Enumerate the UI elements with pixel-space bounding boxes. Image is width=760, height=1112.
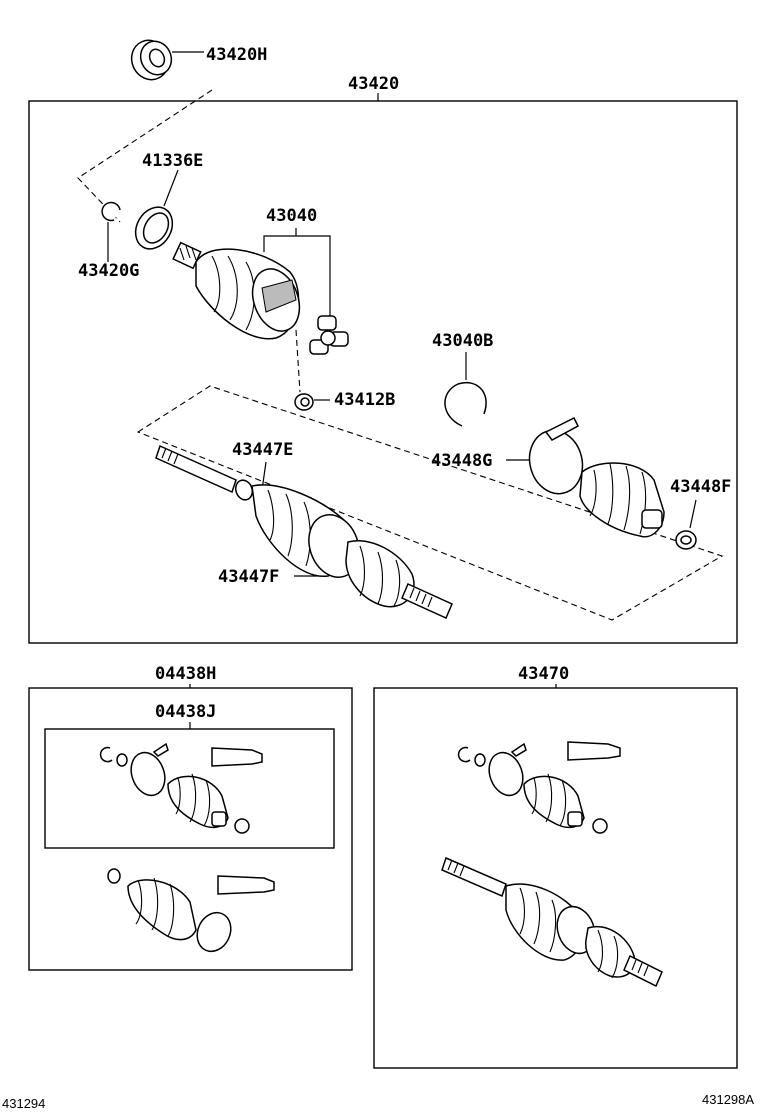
ref-number-left: 431294 [2, 1096, 45, 1111]
ring-41336E-drawing [134, 206, 174, 250]
seal-43420H-drawing [130, 39, 173, 81]
boot-drawing [579, 462, 665, 538]
ref-number-right: 431298A [702, 1092, 754, 1107]
washer-43412B-drawing [294, 393, 314, 411]
clamp-43448F-drawing [675, 530, 697, 550]
label-43040[interactable]: 43040 [266, 206, 317, 226]
label-41336E[interactable]: 41336E [142, 151, 203, 171]
kit-04438J-drawing [99, 742, 263, 834]
leader-43040 [263, 228, 331, 320]
leader-43448F [689, 499, 697, 529]
label-04438J[interactable]: 04438J [155, 702, 216, 722]
label-43420G[interactable]: 43420G [78, 261, 139, 281]
snap-ring-43040B-drawing [444, 381, 487, 427]
dashed-shaft-group [136, 385, 724, 621]
kit-04438H-drawing [107, 868, 275, 953]
label-43447E[interactable]: 43447E [232, 440, 293, 460]
outer-joint-43040-drawing [172, 241, 301, 340]
clamp-43448G-drawing [528, 416, 584, 495]
label-43447F[interactable]: 43447F [218, 567, 279, 587]
main-assembly-box [28, 100, 738, 644]
kit-43470-drawing [441, 741, 663, 988]
label-43448F[interactable]: 43448F [670, 477, 731, 497]
dashed-spider-axis [295, 329, 301, 393]
tripod-spider-drawing [309, 315, 349, 355]
label-43040B[interactable]: 43040B [432, 331, 493, 351]
leader-41336E [163, 169, 179, 207]
label-43448G[interactable]: 43448G [431, 451, 492, 471]
label-43470[interactable]: 43470 [518, 664, 569, 684]
label-43420H[interactable]: 43420H [206, 45, 267, 65]
label-43412B[interactable]: 43412B [334, 390, 395, 410]
label-04438H[interactable]: 04438H [155, 664, 216, 684]
drive-shaft-drawing [155, 444, 453, 619]
spare-assembly-box [373, 687, 738, 1069]
snap-ring-43420G-drawing [101, 201, 121, 222]
label-43420[interactable]: 43420 [348, 74, 399, 94]
